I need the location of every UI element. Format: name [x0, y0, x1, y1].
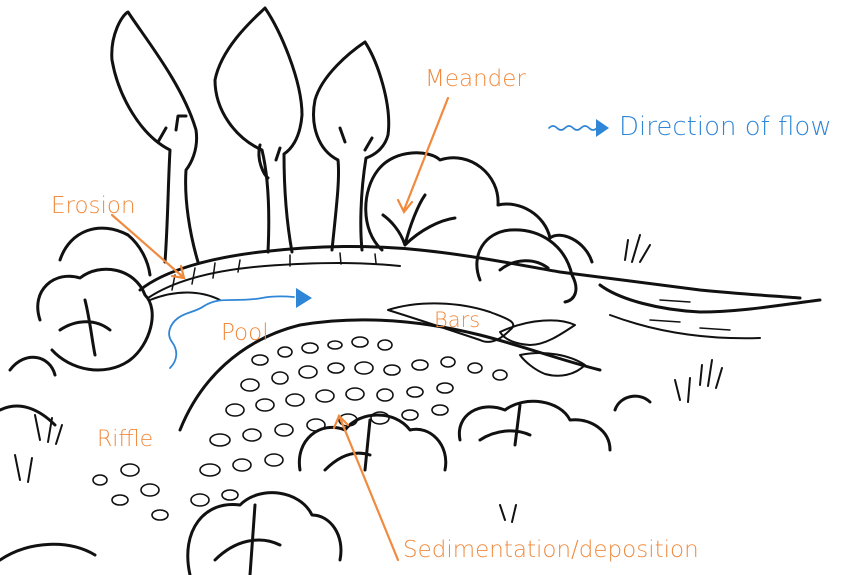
pool-bank — [150, 293, 220, 301]
sedimentation-pointer-arrow — [334, 416, 398, 560]
wavy-arrow-icon — [549, 119, 609, 137]
tree-1 — [112, 12, 198, 262]
legend-direction-of-flow: Direction of flow — [619, 114, 832, 140]
meander-label: Meander — [425, 68, 526, 91]
gravel-stones — [93, 337, 507, 520]
bush-left — [10, 228, 152, 375]
erosion-label: Erosion — [51, 195, 136, 218]
pool-label: Pool — [221, 322, 269, 345]
sedimentation-label: Sedimentation/deposition — [403, 539, 699, 562]
riffle-label: Riffle — [97, 429, 153, 451]
river-bank-top — [140, 246, 800, 298]
tree-3 — [314, 42, 389, 250]
bar-shape-2 — [500, 320, 575, 345]
bars-label: Bars — [434, 310, 480, 331]
tree-2 — [215, 8, 302, 252]
bush-meander — [366, 153, 592, 302]
left-foreground — [0, 406, 95, 560]
